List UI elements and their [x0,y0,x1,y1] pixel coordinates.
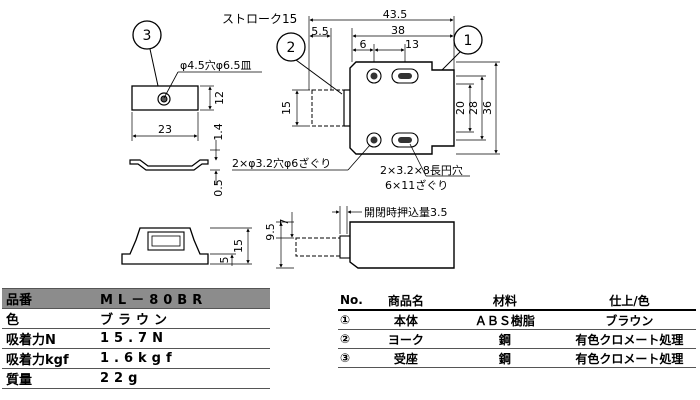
spec-row: 色 ブラウン [2,308,270,329]
dim-13: 13 [405,38,419,51]
spec-table: 品番 ML－80BR 色 ブラウン 吸着力N 15.7N 吸着力kgf 1.6k… [2,288,270,389]
dim-0-5: 0.5 [212,179,225,197]
parts-no: ① [338,310,365,330]
dim-23: 23 [158,123,172,136]
parts-material: ＡＢＳ樹脂 [446,310,563,330]
spec-value: ブラウン [96,308,270,329]
parts-finish: ブラウン [562,310,696,330]
dim-6: 6 [360,38,367,51]
catch-body-outline [349,61,455,155]
parts-finish: 有色クロメート処理 [562,329,696,349]
dim-12: 12 [213,91,226,105]
catch-body-top-view: 2 1 ストローク15 43.5 5.5 38 6 13 [222,8,500,192]
catch-body-side-view: 開閉時押込量3.5 9.5 7 [264,205,455,269]
parts-no: ② [338,329,365,349]
dim-stroke: ストローク15 [222,12,297,26]
spec-key: 品番 [2,288,96,309]
callout-circle-3 [132,20,162,50]
callout-circle-2 [276,32,306,62]
parts-header-name: 商品名 [364,291,447,311]
dim-hole-plate: φ4.5穴φ6.5皿 [180,58,252,72]
strike-plate-top-view: 3 φ4.5穴φ6.5皿 12 23 [131,20,262,141]
spec-key: 吸着力kgf [2,348,96,369]
dim-slot-a: 2×3.2×8長円穴 [380,163,463,177]
dim-holes-body: 2×φ3.2穴φ6ざぐり [232,156,331,170]
spec-row: 質量 22g [2,368,270,389]
dim-36: 36 [481,101,494,115]
spec-value: 22g [96,368,270,389]
callout-1-label: 1 [464,33,473,49]
countersunk-hole [157,92,171,106]
parts-header-material: 材料 [446,291,563,311]
parts-header-row: No. 商品名 材料 仕上/色 [338,291,696,311]
parts-material: 鋼 [446,348,563,368]
dim-5-5: 5.5 [311,25,329,38]
parts-header-no: No. [338,291,365,311]
dim-28: 28 [467,101,480,115]
spec-value: 15.7N [96,328,270,349]
slot-top [391,68,419,84]
dim-slot-b: 6×11ざぐり [385,178,448,192]
technical-drawing: 3 φ4.5穴φ6.5皿 12 23 1.4 0.5 2 1 [121,8,500,269]
side-body-outline [349,221,455,269]
parts-table: No. 商品名 材料 仕上/色 ① 本体 ＡＢＳ樹脂 ブラウン ② ヨーク 鋼 … [338,291,696,368]
dim-5-front: 5 [218,257,231,264]
dim-15-front: 15 [232,239,245,253]
dim-9-5: 9.5 [264,223,277,241]
callout-3-label: 3 [143,28,152,44]
dim-20: 20 [454,101,467,115]
dim-38: 38 [391,24,405,37]
spec-key: 質量 [2,368,96,389]
spec-value: ML－80BR [96,288,270,309]
spec-row: 吸着力kgf 1.6kgf [2,348,270,369]
parts-name: ヨーク [364,329,447,349]
parts-row: ③ 受座 鋼 有色クロメート処理 [338,348,696,368]
spec-key: 吸着力N [2,328,96,349]
dim-43-5: 43.5 [383,8,408,21]
spec-row: 吸着力N 15.7N [2,328,270,349]
slot-bottom [391,132,419,148]
parts-finish: 有色クロメート処理 [562,348,696,368]
parts-row: ② ヨーク 鋼 有色クロメート処理 [338,329,696,349]
parts-header-finish: 仕上/色 [562,291,696,311]
parts-row: ① 本体 ＡＢＳ樹脂 ブラウン [338,310,696,330]
spec-value: 1.6kgf [96,348,270,369]
dim-1-4: 1.4 [212,123,225,141]
parts-no: ③ [338,348,365,368]
plunger-outline [311,89,345,127]
spec-key: 色 [2,308,96,329]
strike-plate-outline [131,85,199,111]
mount-hole-top [366,68,382,84]
strike-plate-front-view: 5 15 [121,227,252,266]
dim-15-left: 15 [280,101,293,115]
dim-open-push: 開閉時押込量3.5 [364,205,448,219]
parts-name: 本体 [364,310,447,330]
parts-name: 受座 [364,348,447,368]
dim-7: 7 [278,219,291,226]
mount-hole-bottom [366,132,382,148]
callout-2-label: 2 [287,40,296,56]
spec-row: 品番 ML－80BR [2,288,270,309]
parts-material: 鋼 [446,329,563,349]
strike-plate-side-view: 1.4 0.5 [129,123,225,197]
